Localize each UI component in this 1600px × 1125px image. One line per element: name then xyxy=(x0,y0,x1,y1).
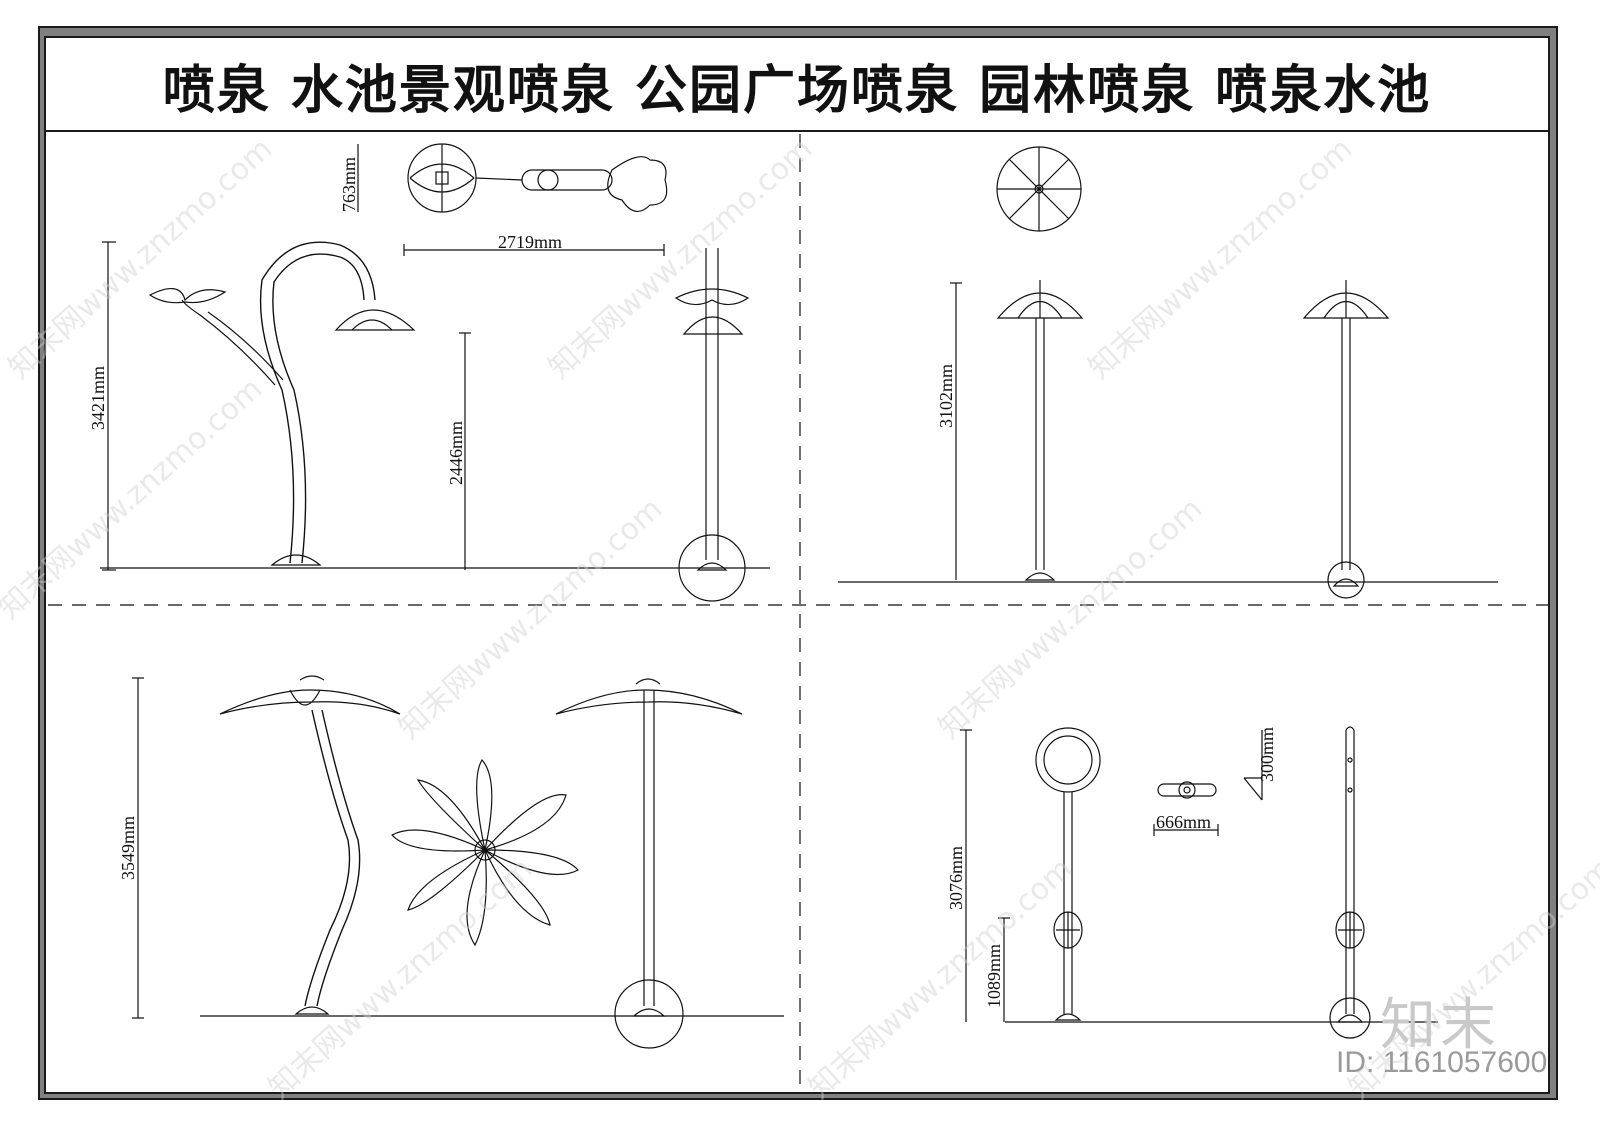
dim-3549: 3549mm xyxy=(118,816,138,880)
fountain-q2 xyxy=(838,146,1498,599)
watermark: 知末网www.znzmo.com xyxy=(1082,131,1359,386)
dim-3102: 3102mm xyxy=(936,364,956,428)
fountain-q4 xyxy=(960,726,1438,1039)
dim-763: 763mm xyxy=(339,157,359,212)
watermark: 知末网www.znzmo.com xyxy=(0,371,269,626)
id-label: ID: 1161057600 xyxy=(1336,1046,1548,1079)
fountain-q3 xyxy=(132,675,784,1049)
watermark: 知末网www.znzmo.com xyxy=(392,491,669,746)
dim-2446: 2446mm xyxy=(446,421,466,485)
watermark: 知末网www.znzmo.com xyxy=(262,851,539,1106)
dim-300: 300mm xyxy=(1257,727,1277,782)
watermark: 知末网www.znzmo.com xyxy=(802,851,1079,1106)
watermark: 知末网www.znzmo.com xyxy=(2,131,279,386)
sheet-title: 喷泉 水池景观喷泉 公园广场喷泉 园林喷泉 喷泉水池 xyxy=(46,40,1548,132)
dim-666: 666mm xyxy=(1156,812,1211,832)
brand-logo: 知末 xyxy=(1380,993,1500,1058)
dim-3421: 3421mm xyxy=(88,366,108,430)
dim-1089: 1089mm xyxy=(984,944,1004,1008)
watermark: 知末网www.znzmo.com xyxy=(932,491,1209,746)
dim-3076: 3076mm xyxy=(946,846,966,910)
dim-2719: 2719mm xyxy=(498,232,562,252)
fountain-q1 xyxy=(100,143,770,602)
